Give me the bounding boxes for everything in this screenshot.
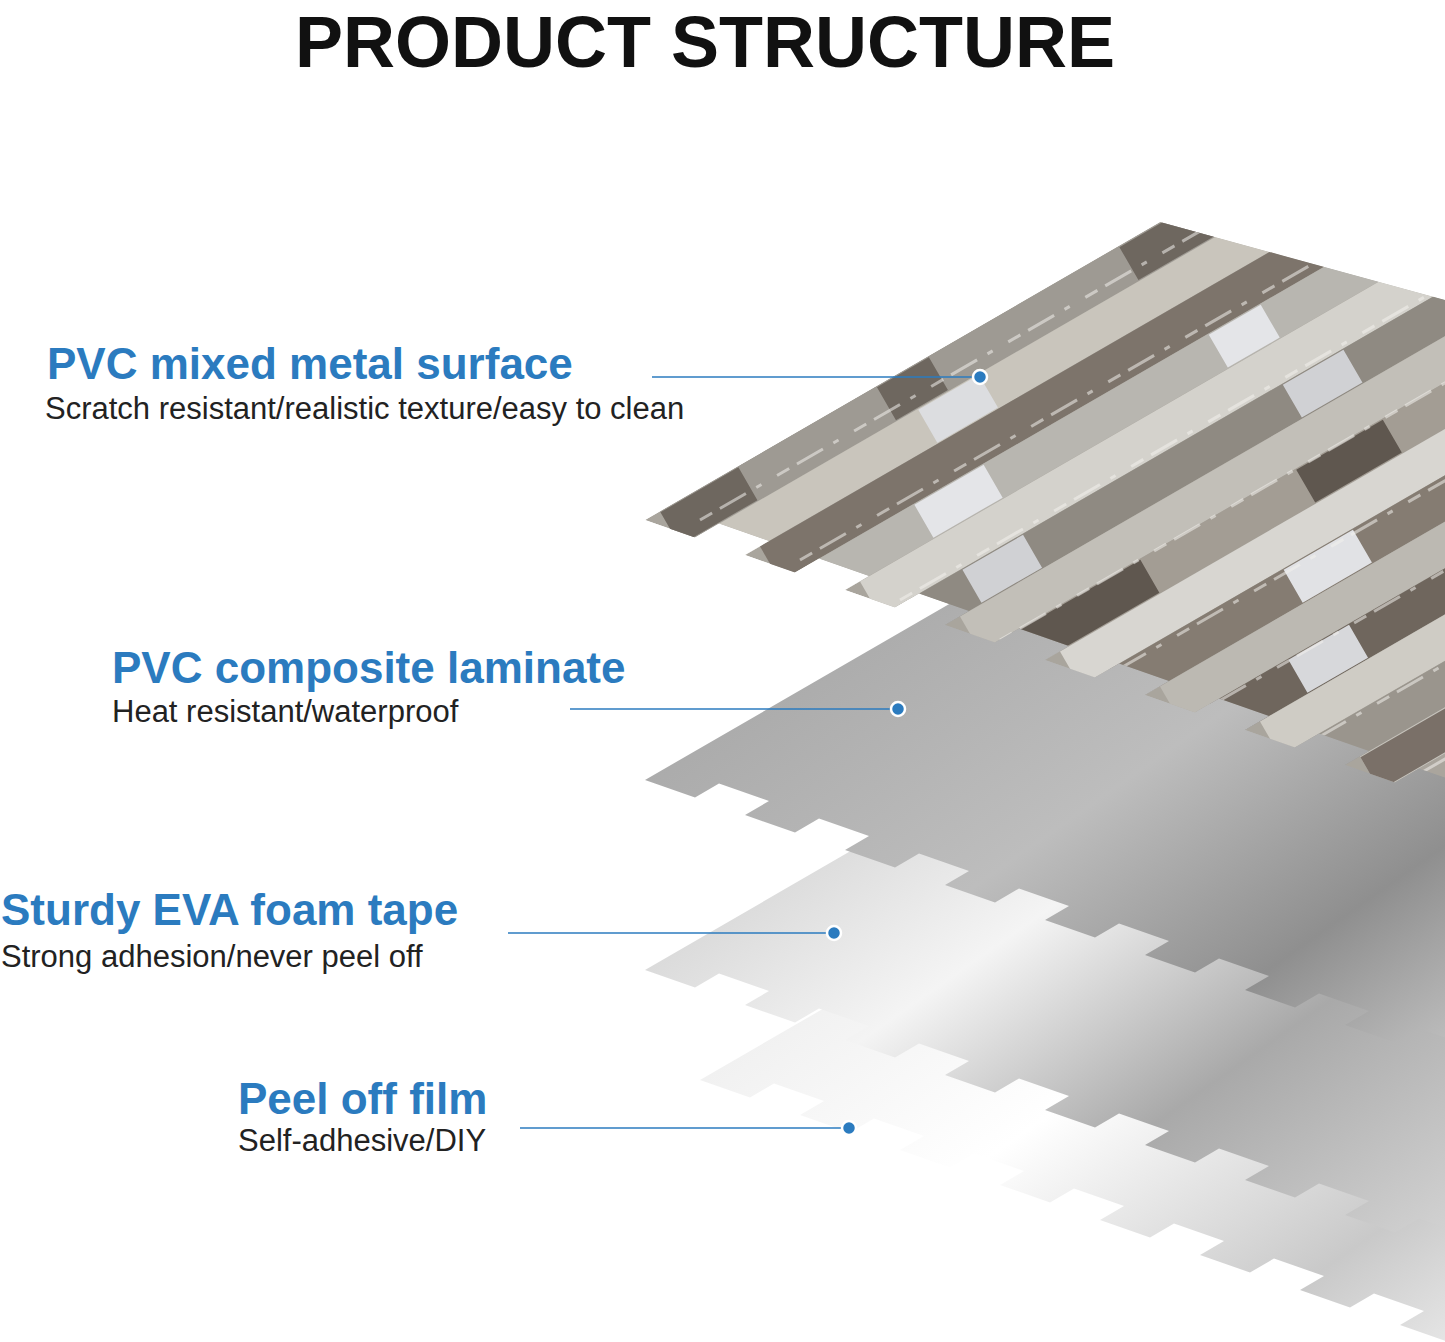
layer-feature: Scratch resistant/realistic texture/easy… <box>45 393 684 424</box>
surface-layer <box>645 0 1445 800</box>
layer-feature: Self-adhesive/DIY <box>238 1125 486 1156</box>
layer-feature: Strong adhesion/never peel off <box>1 941 423 972</box>
layer-feature: Heat resistant/waterproof <box>112 696 458 727</box>
diagram-title: PRODUCT STRUCTURE <box>0 6 1410 78</box>
layer-name: Sturdy EVA foam tape <box>1 888 458 932</box>
layer-name: Peel off film <box>238 1077 487 1121</box>
layer-name: PVC composite laminate <box>112 646 625 690</box>
layer-name: PVC mixed metal surface <box>47 342 573 386</box>
leader-lines <box>508 377 980 1128</box>
leader-dots <box>827 370 987 1135</box>
